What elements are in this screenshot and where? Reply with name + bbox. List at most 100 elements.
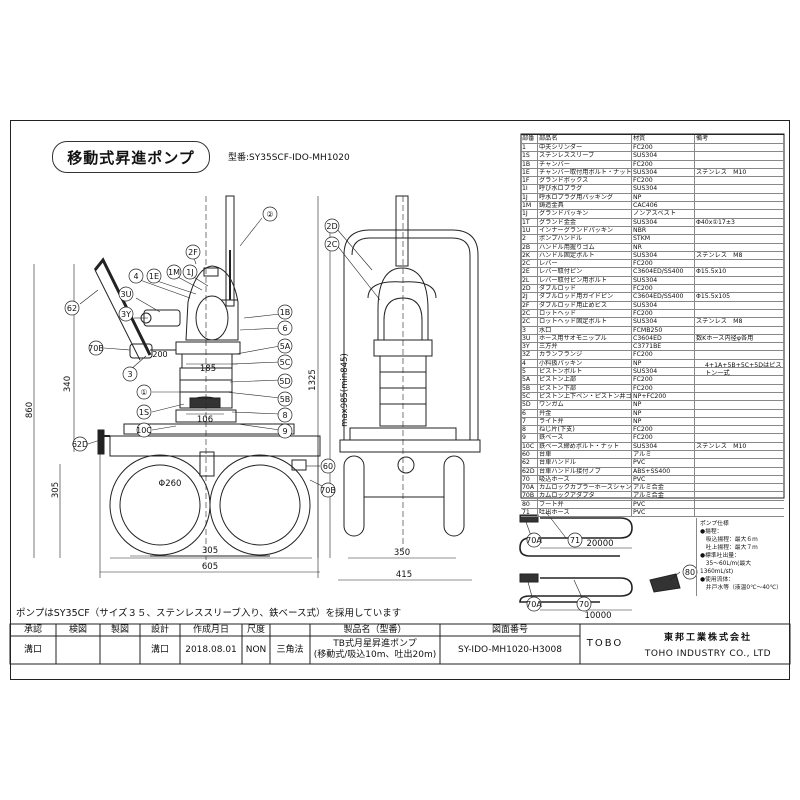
dim-text: 860: [25, 402, 35, 418]
spec-line: ポンプ仕様: [700, 521, 729, 527]
spec-line: 35～60L/m(最大1360mL/st): [700, 561, 752, 575]
parts-cell: SUS304: [632, 276, 695, 285]
parts-cell: 7: [521, 417, 538, 426]
parts-cell: FC200: [632, 260, 695, 268]
parts-cell: 3: [521, 326, 538, 334]
parts-cell: Φ15.5x10: [696, 268, 727, 276]
parts-cell: 10C: [521, 442, 538, 450]
parts-cell: インナーグランドパッキン: [538, 226, 632, 235]
parts-cell: [695, 401, 784, 408]
dim-text: max985(min845): [340, 353, 350, 427]
parts-cell: カムロックカプラーホースシャンク: [539, 484, 632, 492]
parts-cell: SUS304: [632, 185, 695, 193]
parts-cell: SUS304: [632, 168, 695, 177]
parts-cell: ねじ片(下支): [538, 426, 632, 434]
wheel-left: [109, 454, 211, 556]
parts-cell: NP: [632, 359, 695, 368]
parts-cell: [695, 476, 784, 483]
drawing-frame: [10, 120, 790, 680]
parts-cell: [695, 343, 784, 350]
parts-cell: ハンドル固定ボルト: [538, 251, 632, 260]
callout: 62D: [72, 440, 88, 449]
parts-cell: NP: [632, 401, 695, 409]
parts-cell: [695, 277, 784, 284]
parts-cell: SUS304: [632, 442, 695, 450]
parts-cell: 2C: [521, 309, 538, 318]
parts-cell: 台車: [538, 450, 632, 459]
callout: 1B: [280, 308, 291, 317]
value-product: TB式月星昇進ポンプ (移動式/吸込10m、吐出20m): [310, 636, 440, 664]
parts-cell: [695, 152, 784, 159]
parts-cell: 1: [521, 144, 538, 152]
parts-cell: PVC: [632, 475, 695, 484]
parts-cell: ステンレス M10: [696, 442, 747, 450]
parts-cell: C3604ED/SS400: [632, 268, 695, 276]
parts-cell: グランドボックス: [538, 177, 632, 185]
parts-cell: 9: [521, 434, 538, 442]
trolley-handle: [93, 257, 152, 356]
dim-text: 340: [63, 376, 73, 392]
parts-cell: FC200: [632, 426, 695, 434]
parts-cell: 吸込ホース: [538, 475, 632, 484]
parts-cell: [695, 451, 784, 458]
parts-cell: [695, 202, 784, 209]
spec-line: ●使用流体：: [700, 577, 735, 583]
parts-cell: FCMB250: [632, 326, 695, 334]
parts-cell: ハンドル用握りゴム: [538, 243, 632, 251]
callout: ②: [266, 210, 273, 219]
product-name: TB式月星昇進ポンプ: [333, 639, 417, 649]
parts-cell: ホース用サオモニップル: [538, 334, 632, 343]
parts-cell: アルミ合金: [632, 492, 695, 500]
callout: 6: [282, 324, 287, 333]
parts-cell: 5D: [521, 401, 538, 409]
parts-cell: SUS304: [632, 152, 695, 160]
callout: 71: [570, 536, 580, 545]
parts-cell: 1B: [521, 160, 538, 168]
brand-logo: TOBO: [586, 637, 624, 649]
parts-cell: [695, 509, 784, 516]
parts-cell: NP: [632, 193, 695, 202]
parts-cell: ステンレススリーブ: [538, 152, 632, 160]
pump-spec: ポンプ仕様●揚程： 吸込揚程：最大６m 吐上揚程：最大７m●標準吐出量： 35～…: [700, 520, 784, 592]
parts-cell: FC200: [632, 351, 695, 359]
parts-cell: 1I: [521, 185, 538, 193]
parts-cell: 2: [521, 235, 538, 243]
parts-cell: 70: [521, 475, 538, 484]
parts-cell: 鋳造金具: [538, 202, 632, 210]
parts-cell: [695, 244, 784, 251]
parts-cell: [695, 235, 784, 242]
dim-text: 605: [202, 562, 218, 572]
parts-cell: 1M: [521, 202, 538, 210]
header-drawing: 図面番号: [491, 624, 528, 635]
callout: 3U: [121, 290, 132, 299]
parts-cell: チャンバー: [538, 160, 632, 168]
parts-cell: ロットヘッド固定ボルト: [538, 318, 632, 326]
parts-cell: アルミ合金: [632, 484, 695, 492]
parts-cell: [695, 501, 784, 508]
parts-cell: [695, 327, 784, 334]
parts-cell: [695, 285, 784, 292]
header-draw: 製図: [110, 624, 129, 635]
parts-cell: 5: [521, 368, 538, 376]
company-name: 東邦工業株式会社: [663, 632, 752, 643]
parts-cell: FC200: [632, 384, 695, 392]
parts-cell: ポンプハンドル: [538, 235, 632, 243]
callout: 70: [579, 600, 589, 609]
parts-cell: グランド金金: [538, 218, 632, 226]
parts-cell: [695, 351, 784, 358]
parts-cell: ピストン上下ベン・ピストン井ゴム: [539, 392, 632, 401]
parts-cell: [695, 492, 784, 499]
parts-cell: 小料扱パッキン: [538, 359, 632, 368]
parts-cell: カムロックアダプタ: [538, 492, 632, 500]
